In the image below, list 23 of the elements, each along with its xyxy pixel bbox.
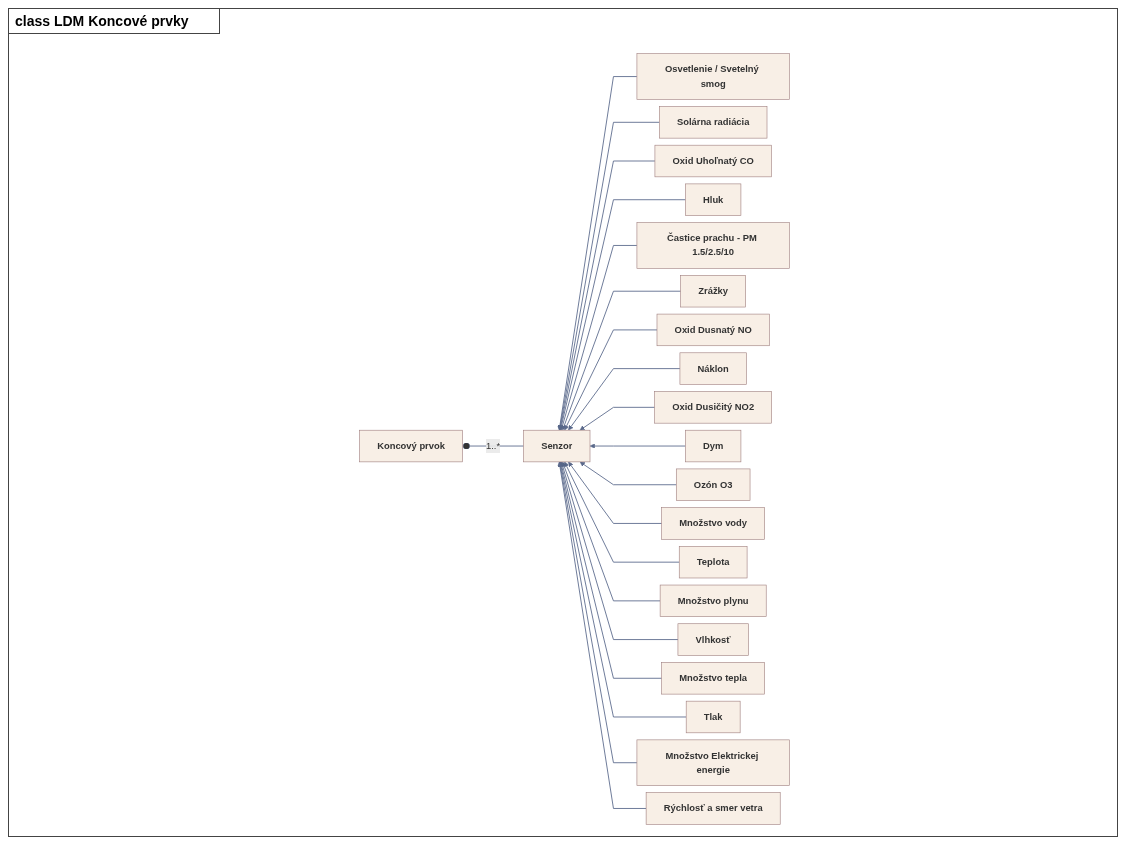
node-box: Množstvo plynu [659,584,766,617]
node-box: Vlhkosť [677,623,749,656]
node-box: Hluk [684,183,741,216]
node-box: Koncový prvok [358,429,463,463]
node-box: Rýchlosť a smer vetra [645,792,780,825]
edge-label: 1..* [485,440,500,451]
diagram-title: class LDM Koncové prvky [9,9,220,34]
node-box: Množstvo tepla [660,662,765,695]
node-box: Množstvo Elektrickej energie [636,739,790,786]
node-box: Senzor [522,429,590,463]
node-box: Teplota [678,546,747,579]
node-box: Dym [684,429,741,463]
node-box: Náklon [679,352,747,385]
node-box: Osvetlenie / Svetelný smog [636,53,790,100]
node-box: Zrážky [679,275,746,308]
node-box: Oxid Dusičitý NO2 [653,391,772,424]
node-box: Ozón O3 [675,468,750,501]
node-box: Množstvo vody [660,507,765,540]
node-box: Častice prachu - PM 1.5/2.5/10 [636,222,790,269]
node-box: Oxid Dusnatý NO [656,313,770,347]
node-box: Oxid Uhoľnatý CO [654,144,772,178]
node-box: Solárna radiácia [658,106,767,139]
node-box: Tlak [685,700,740,734]
